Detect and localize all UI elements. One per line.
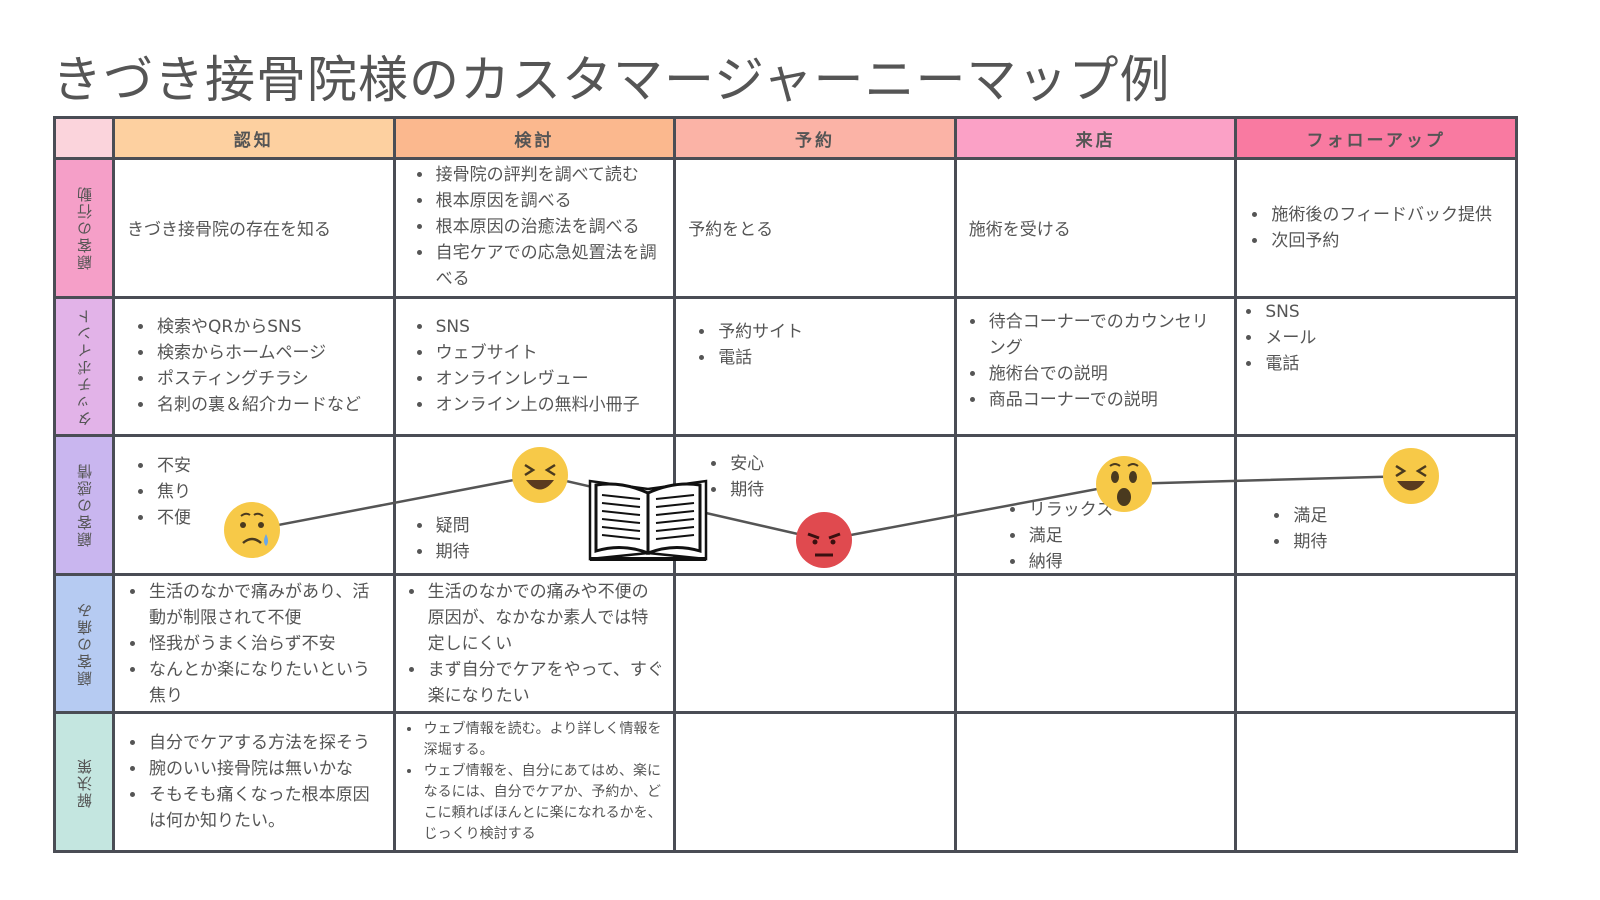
list-item: 商品コーナーでの説明: [987, 387, 1215, 413]
pain-cell-empty: [1237, 575, 1515, 712]
list-item: メール: [1263, 325, 1515, 351]
emotion-cell: リラックス 満足 納得: [956, 437, 1235, 573]
list-item: ウェブ情報を、自分にあてはめ、楽になるには、自分でケアか、予約か、どこに頼ればほ…: [422, 761, 668, 845]
list-item: そもそも痛くなった根本原因は何か知りたい。: [147, 782, 377, 834]
row-header-emotions: 顧客の感情: [56, 437, 112, 573]
column-label: 検討: [514, 130, 555, 151]
list-item: 怪我がうまく治らず不安: [147, 631, 385, 657]
list-item: 不安: [155, 453, 393, 479]
solution-cell-empty: [676, 714, 954, 850]
list-item: 予約サイト: [716, 319, 954, 345]
pain-cell: 生活のなかで痛みがあり、活動が制限されて不便 怪我がうまく治らず不安 なんとか楽…: [115, 575, 393, 712]
list-item: 満足: [1291, 503, 1515, 529]
row-header-solutions: 解決策: [56, 714, 112, 850]
pain-cell: 生活のなかでの痛みや不便の原因が、なかなか素人では特定しにくい まず自分でケアを…: [395, 575, 674, 712]
list-item: 根本原因を調べる: [434, 188, 674, 214]
list-item: ポスティングチラシ: [155, 366, 393, 392]
list-item: 納得: [1027, 549, 1235, 573]
cell-text: 予約をとる: [688, 220, 774, 241]
list-item: オンラインレヴュー: [434, 366, 674, 392]
list-item: 根本原因の治癒法を調べる: [434, 214, 674, 240]
list-item: 自宅ケアでの応急処置法を調べる: [434, 240, 674, 292]
list-item: 腕のいい接骨院は無いかな: [147, 756, 377, 782]
list-item: 生活のなかで痛みがあり、活動が制限されて不便: [147, 579, 385, 631]
row-label: 顧客の感情: [75, 462, 94, 548]
touchpoint-cell: SNS ウェブサイト オンラインレヴュー オンライン上の無料小冊子: [395, 298, 674, 435]
list-item: 期待: [728, 477, 954, 503]
column-header-visit: 来店: [956, 119, 1235, 157]
list-item: 不便: [155, 505, 393, 531]
column-header-followup: フォローアップ: [1237, 119, 1515, 157]
solution-cell-empty: [1237, 714, 1515, 850]
list-item: オンライン上の無料小冊子: [434, 392, 674, 418]
column-header-consideration: 検討: [395, 119, 674, 157]
touchpoint-cell: 検索やQRからSNS 検索からホームページ ポスティングチラシ 名刺の裏＆紹介カ…: [115, 298, 393, 435]
list-item: まず自分でケアをやって、すぐ楽になりたい: [426, 657, 666, 709]
list-item: 焦り: [155, 479, 393, 505]
row-header-touchpoints: タッチポイント: [56, 298, 112, 435]
behavior-cell: 予約をとる: [676, 160, 954, 296]
list-item: 疑問: [434, 513, 674, 539]
column-label: 予約: [794, 130, 835, 151]
list-item: 生活のなかでの痛みや不便の原因が、なかなか素人では特定しにくい: [426, 579, 666, 657]
cell-text: 施術を受ける: [968, 220, 1071, 241]
behavior-cell: 接骨院の評判を調べて読む 根本原因を調べる 根本原因の治癒法を調べる 自宅ケアで…: [395, 160, 674, 296]
list-item: なんとか楽になりたいという焦り: [147, 657, 385, 709]
row-header-pains: 顧客の痛み: [56, 575, 112, 712]
row-label: 顧客の痛み: [75, 601, 94, 687]
pain-cell-empty: [956, 575, 1235, 712]
column-label: 来店: [1075, 130, 1116, 151]
corner-cell: [56, 119, 112, 157]
emotion-cell: 安心 期待: [676, 437, 954, 573]
emotion-cell: 不安 焦り 不便: [115, 437, 393, 573]
list-item: 安心: [728, 451, 954, 477]
list-item: 検索やQRからSNS: [155, 314, 393, 340]
journey-map-table: 認知 検討 予約 来店 フォローアップ 顧客の行動 きづき接骨院の存在を知る 接…: [53, 116, 1518, 853]
solution-cell-empty: [956, 714, 1235, 850]
list-item: 電話: [716, 345, 954, 371]
list-item: ウェブサイト: [434, 340, 674, 366]
emotion-cell: 満足 期待: [1237, 437, 1515, 573]
touchpoint-cell: 予約サイト 電話: [676, 298, 954, 435]
row-header-behavior: 顧客の行動: [56, 160, 112, 296]
row-label: 解決策: [75, 756, 94, 808]
list-item: リラックス: [1027, 497, 1235, 523]
behavior-cell: 施術を受ける: [956, 160, 1235, 296]
list-item: ウェブ情報を読む。より詳しく情報を深堀する。: [422, 719, 668, 761]
list-item: 名刺の裏＆紹介カードなど: [155, 392, 393, 418]
list-item: 電話: [1263, 351, 1515, 377]
list-item: SNS: [434, 314, 674, 340]
emotion-cell: 疑問 期待: [395, 437, 674, 573]
pain-cell-empty: [676, 575, 954, 712]
touchpoint-cell: 待合コーナーでのカウンセリング 施術台での説明 商品コーナーでの説明: [956, 298, 1235, 435]
list-item: SNS: [1263, 299, 1515, 325]
list-item: 待合コーナーでのカウンセリング: [987, 309, 1215, 361]
behavior-cell: きづき接骨院の存在を知る: [115, 160, 393, 296]
column-label: フォローアップ: [1306, 130, 1446, 151]
row-label: タッチポイント: [75, 306, 94, 426]
solution-cell: 自分でケアする方法を探そう 腕のいい接骨院は無いかな そもそも痛くなった根本原因…: [115, 714, 393, 850]
column-header-reservation: 予約: [676, 119, 954, 157]
column-header-awareness: 認知: [115, 119, 393, 157]
list-item: 満足: [1027, 523, 1235, 549]
page-title: きづき接骨院様のカスタマージャーニーマップ例: [52, 51, 1171, 109]
list-item: 接骨院の評判を調べて読む: [434, 162, 674, 188]
touchpoint-cell: SNS メール 電話: [1237, 298, 1515, 435]
list-item: 期待: [1291, 529, 1515, 555]
behavior-cell: 施術後のフィードバック提供 次回予約: [1237, 160, 1515, 296]
solution-cell: ウェブ情報を読む。より詳しく情報を深堀する。 ウェブ情報を、自分にあてはめ、楽に…: [395, 714, 674, 850]
column-label: 認知: [233, 130, 274, 151]
list-item: 自分でケアする方法を探そう: [147, 730, 377, 756]
list-item: 施術台での説明: [987, 361, 1215, 387]
list-item: 検索からホームページ: [155, 340, 393, 366]
row-label: 顧客の行動: [75, 185, 94, 271]
cell-text: きづき接骨院の存在を知る: [127, 220, 331, 241]
list-item: 期待: [434, 539, 674, 565]
list-item: 施術後のフィードバック提供: [1269, 202, 1515, 228]
list-item: 次回予約: [1269, 228, 1515, 254]
